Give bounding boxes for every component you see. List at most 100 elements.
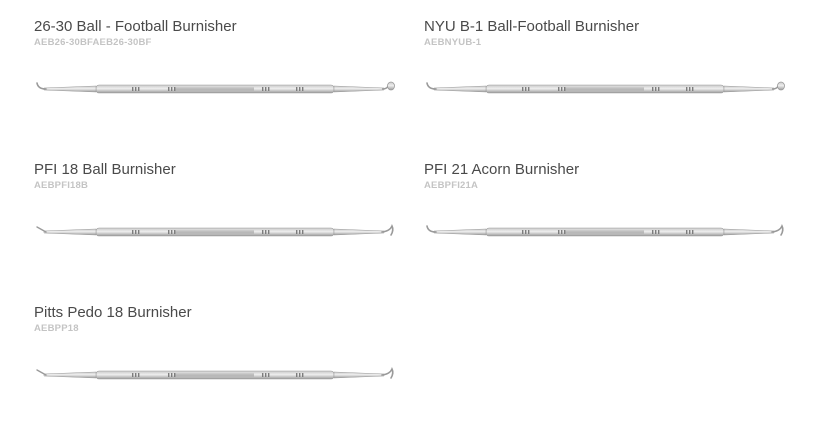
- burnisher-instrument-image[interactable]: [34, 363, 396, 387]
- instrument-left-shank: [433, 85, 487, 93]
- instrument-grip-ridge: [692, 87, 694, 91]
- instrument-svg: [36, 81, 395, 94]
- product-name[interactable]: 26-30 Ball - Football Burnisher: [34, 18, 237, 35]
- product-card[interactable]: Pitts Pedo 18 Burnisher AEBPP18: [34, 303, 396, 413]
- instrument-grip-ridge: [168, 87, 170, 91]
- product-name[interactable]: PFI 18 Ball Burnisher: [34, 161, 176, 178]
- instrument-center-groove: [564, 230, 644, 234]
- instrument-left-tip: [36, 82, 47, 90]
- instrument-grip-ridge: [296, 373, 298, 377]
- instrument-grip-ridge: [299, 373, 301, 377]
- instrument-grip-ridge: [658, 87, 660, 91]
- instrument-grip-ridge: [689, 87, 691, 91]
- instrument-grip-ridge: [525, 87, 527, 91]
- instrument-grip-ridge: [135, 230, 137, 234]
- instrument-grip-ridge: [262, 87, 264, 91]
- instrument-grip-ridge: [135, 373, 137, 377]
- instrument-right-tip: [387, 81, 395, 91]
- instrument-grip-ridge: [525, 230, 527, 234]
- instrument-right-shank: [723, 85, 775, 93]
- instrument-left-tip: [36, 226, 47, 233]
- product-sku: AEB26-30BFAEB26-30BF: [34, 37, 152, 48]
- instrument-left-tip: [36, 369, 47, 376]
- instrument-grip-ridge: [686, 230, 688, 234]
- instrument-svg: [426, 224, 784, 237]
- instrument-grip-ridge: [558, 87, 560, 91]
- instrument-grip-ridge: [561, 230, 563, 234]
- instrument-grip-ridge: [528, 230, 530, 234]
- burnisher-instrument-image[interactable]: [34, 220, 396, 244]
- instrument-grip-ridge: [265, 230, 267, 234]
- instrument-left-shank: [433, 228, 487, 236]
- instrument-center-groove: [174, 373, 254, 377]
- instrument-grip-ridge: [299, 230, 301, 234]
- instrument-svg: [36, 367, 394, 380]
- instrument-left-tip: [426, 82, 437, 90]
- instrument-grip-ridge: [558, 230, 560, 234]
- instrument-svg: [36, 224, 394, 237]
- burnisher-instrument-image[interactable]: [34, 77, 396, 101]
- instrument-grip-ridge: [262, 373, 264, 377]
- instrument-grip-ridge: [171, 373, 173, 377]
- instrument-grip-ridge: [302, 230, 304, 234]
- product-card[interactable]: PFI 21 Acorn Burnisher AEBPFI21A: [424, 160, 786, 270]
- instrument-grip-ridge: [262, 230, 264, 234]
- instrument-grip-ridge: [132, 230, 134, 234]
- product-name[interactable]: Pitts Pedo 18 Burnisher: [34, 304, 192, 321]
- product-name[interactable]: PFI 21 Acorn Burnisher: [424, 161, 580, 178]
- instrument-grip-ridge: [522, 87, 524, 91]
- instrument-grip-ridge: [561, 87, 563, 91]
- instrument-grip-ridge: [174, 230, 176, 234]
- instrument-center-groove: [564, 87, 644, 91]
- instrument-grip-ridge: [174, 87, 176, 91]
- instrument-grip-ridge: [168, 230, 170, 234]
- instrument-left-shank: [43, 228, 97, 236]
- instrument-right-neck: [771, 85, 779, 90]
- instrument-center-groove: [174, 87, 254, 91]
- instrument-grip-ridge: [171, 87, 173, 91]
- product-card[interactable]: NYU B-1 Ball-Football Burnisher AEBNYUB-…: [424, 17, 786, 127]
- product-card[interactable]: PFI 18 Ball Burnisher AEBPFI18B: [34, 160, 396, 270]
- instrument-grip-ridge: [268, 87, 270, 91]
- instrument-grip-ridge: [138, 87, 140, 91]
- instrument-grip-ridge: [299, 87, 301, 91]
- instrument-left-tip: [426, 225, 437, 233]
- instrument-grip-ridge: [652, 87, 654, 91]
- instrument-grip-ridge: [174, 373, 176, 377]
- instrument-grip-ridge: [658, 230, 660, 234]
- instrument-grip-ridge: [296, 230, 298, 234]
- instrument-grip-ridge: [692, 230, 694, 234]
- instrument-left-shank: [43, 371, 97, 379]
- instrument-grip-ridge: [135, 87, 137, 91]
- instrument-grip-ridge: [528, 87, 530, 91]
- instrument-grip-ridge: [302, 373, 304, 377]
- instrument-right-tip: [381, 224, 394, 236]
- product-sku: AEBNYUB-1: [424, 37, 482, 48]
- instrument-grip-ridge: [265, 373, 267, 377]
- burnisher-instrument-image[interactable]: [424, 77, 786, 101]
- instrument-grip-ridge: [138, 373, 140, 377]
- instrument-right-tip: [777, 81, 785, 91]
- instrument-center-groove: [174, 230, 254, 234]
- instrument-grip-ridge: [686, 87, 688, 91]
- instrument-grip-ridge: [168, 373, 170, 377]
- instrument-left-shank: [43, 85, 97, 93]
- instrument-grip-ridge: [132, 373, 134, 377]
- instrument-grip-ridge: [268, 373, 270, 377]
- burnisher-instrument-image[interactable]: [424, 220, 786, 244]
- instrument-right-neck: [381, 85, 389, 90]
- instrument-right-tip: [381, 367, 394, 379]
- instrument-right-shank: [723, 228, 775, 236]
- instrument-grip-ridge: [265, 87, 267, 91]
- instrument-grip-ridge: [655, 230, 657, 234]
- instrument-grip-ridge: [296, 87, 298, 91]
- instrument-grip-ridge: [652, 230, 654, 234]
- instrument-grip-ridge: [302, 87, 304, 91]
- instrument-grip-ridge: [689, 230, 691, 234]
- product-card[interactable]: 26-30 Ball - Football Burnisher AEB26-30…: [34, 17, 396, 127]
- instrument-grip-ridge: [132, 87, 134, 91]
- instrument-right-shank: [333, 371, 385, 379]
- product-name[interactable]: NYU B-1 Ball-Football Burnisher: [424, 18, 640, 35]
- instrument-grip-ridge: [655, 87, 657, 91]
- product-sku: AEBPFI21A: [424, 180, 479, 191]
